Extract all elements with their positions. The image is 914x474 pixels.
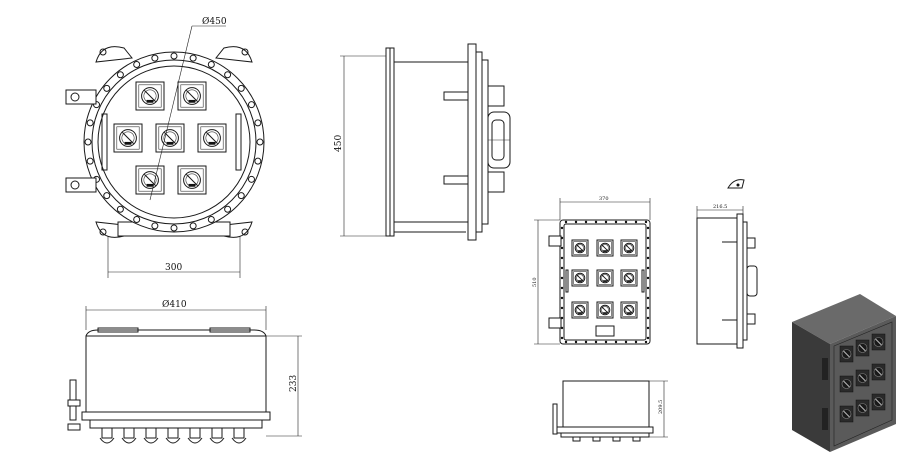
bolt-ring [84, 52, 264, 232]
bolt [207, 61, 215, 69]
hinge [822, 358, 828, 380]
cable-gland [121, 427, 137, 444]
bolt [247, 101, 255, 109]
bolt [237, 192, 245, 200]
flange-inner [91, 59, 257, 225]
rect-enclosure-bottom [562, 380, 650, 428]
bolt [247, 175, 255, 183]
dimension-label-height-233: 233 [289, 375, 299, 392]
dimension-label-height-209-5: 209.5 [658, 400, 664, 414]
rotary-switch [855, 339, 870, 357]
bolt [189, 54, 197, 62]
bolt [170, 224, 178, 232]
cable-gland [99, 427, 115, 444]
dimension-label-depth-216-5: 216.5 [713, 204, 727, 210]
rotary-switch [871, 393, 886, 411]
bolt [254, 157, 262, 165]
bolt [133, 215, 141, 223]
bolt [84, 138, 92, 146]
switch-grid [839, 333, 886, 423]
enclosure-side-face [792, 322, 830, 452]
cable-gland [209, 427, 225, 444]
cable-gland [143, 427, 159, 444]
round-front-view: Ø450 300 [65, 16, 265, 278]
round-bottom-view: Ø410 233 [67, 299, 302, 444]
rotary-switch [839, 405, 854, 423]
rotary-switch [620, 301, 638, 319]
bolt [116, 71, 124, 79]
mounting-ear [95, 46, 133, 63]
bolt [116, 205, 124, 213]
switch-grid [113, 81, 227, 195]
enclosure-3d-render [792, 294, 896, 452]
bolt [224, 71, 232, 79]
rotary-switch [839, 345, 854, 363]
dimension-label-height-450: 450 [334, 135, 344, 152]
cable-gland [231, 427, 247, 444]
dimension-label-height-510: 510 [532, 277, 538, 287]
rotary-switch [155, 123, 185, 153]
bolt [103, 84, 111, 92]
rotary-switch [571, 239, 589, 257]
bolt [189, 222, 197, 230]
cable-gland [165, 427, 181, 444]
enclosure-top-face [792, 294, 896, 344]
rotary-switch [135, 165, 165, 195]
bolt [237, 84, 245, 92]
rotary-switch [177, 165, 207, 195]
rotary-switch [871, 333, 886, 351]
enclosure-body [393, 61, 469, 223]
mounting-bracket-detail [727, 179, 745, 189]
bolt [103, 192, 111, 200]
rotary-switch [135, 81, 165, 111]
rotary-switch [571, 269, 589, 287]
bolt [256, 138, 264, 146]
bolt [133, 61, 141, 69]
nameplate [595, 325, 615, 337]
dimension-label-width-300: 300 [165, 263, 182, 273]
rotary-switch [596, 239, 614, 257]
bolt [170, 52, 178, 60]
bolt [254, 119, 262, 127]
rotary-switch [855, 399, 870, 417]
rotary-switch [596, 269, 614, 287]
rotary-switch [177, 81, 207, 111]
rotary-switch [839, 375, 854, 393]
rotary-switch [113, 123, 143, 153]
mounting-ear [215, 46, 253, 63]
side-slot [235, 113, 242, 171]
bolt [151, 54, 159, 62]
rotary-switch [571, 301, 589, 319]
bolt-ring [560, 220, 650, 344]
cable-gland [187, 427, 203, 444]
cable-gland-row [99, 427, 247, 444]
flange-side [467, 43, 477, 241]
dimension-label-diameter-410: Ø410 [162, 299, 187, 310]
rotary-switch [197, 123, 227, 153]
rotary-switch [855, 369, 870, 387]
bolt [207, 215, 215, 223]
rotary-switch [620, 269, 638, 287]
flange-bottom [81, 411, 271, 421]
round-side-view: 450 [334, 43, 511, 241]
switch-grid [571, 239, 638, 319]
side-slot [101, 113, 108, 171]
rect-bottom-view: 209.5 [552, 380, 668, 442]
bolt [86, 119, 94, 127]
dimension-label-diameter-450: Ø450 [202, 16, 227, 27]
enclosure-body [85, 335, 267, 413]
rect-enclosure-side [696, 217, 738, 345]
bolt [86, 157, 94, 165]
dimension-label-width-370: 370 [599, 196, 609, 202]
rect-side-view: 216.5 [696, 179, 758, 349]
cable-gland-row [572, 436, 641, 442]
bolt [224, 205, 232, 213]
rect-front-view: 370 510 [532, 196, 651, 345]
rotary-switch [620, 239, 638, 257]
bolt [151, 222, 159, 230]
hinge [822, 408, 828, 430]
rotary-switch [871, 363, 886, 381]
rotary-switch [596, 301, 614, 319]
